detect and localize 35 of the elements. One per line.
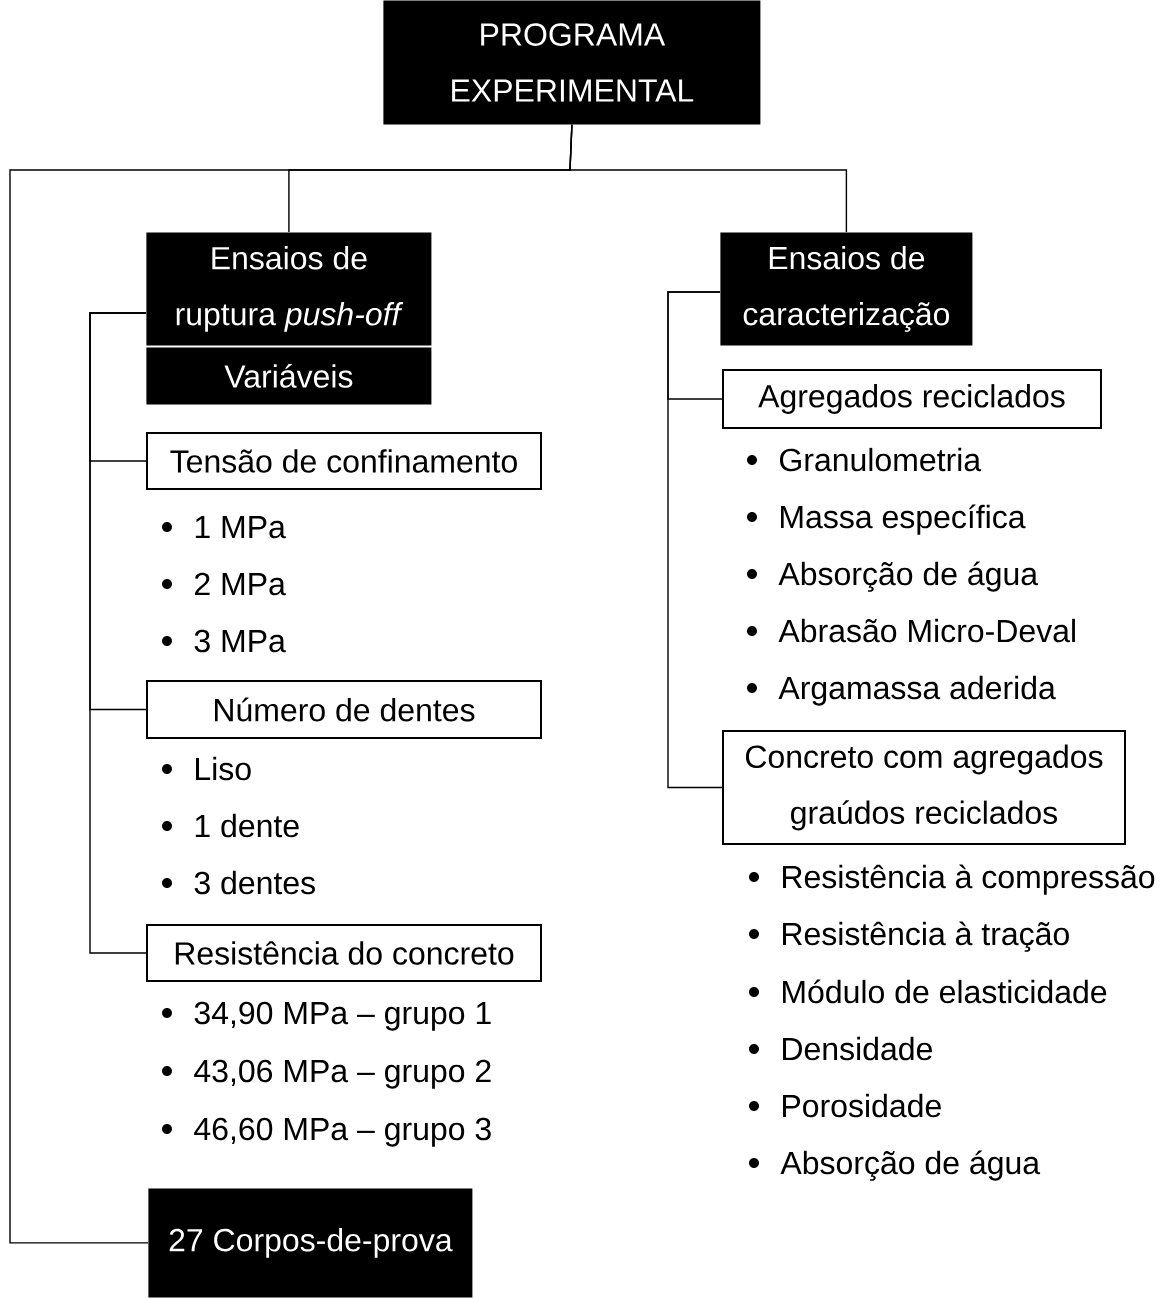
list-item: Liso — [196, 756, 251, 781]
list-item: Granulometria — [780, 447, 982, 472]
list-item: 3 dentes — [194, 870, 315, 895]
list-item: 2 MPa — [195, 572, 286, 596]
heading-box: 27 Corpos-de-prova — [148, 1188, 473, 1298]
list-item: Densidade — [783, 1036, 932, 1061]
list-item: Argamassa aderida — [778, 675, 1056, 706]
list-item: Absorção de água — [780, 1150, 1041, 1181]
list-item: Massa específica — [781, 504, 1026, 535]
list-item: Módulo de elasticidade — [783, 979, 1107, 1004]
category-box: Resistência do concreto — [146, 924, 542, 982]
category-box: Número de dentes — [146, 680, 542, 739]
list-item: Resistência à compressão — [783, 864, 1155, 895]
connector-line — [667, 291, 723, 789]
category-box: Concreto com agregados graúdos reciclados — [722, 730, 1126, 845]
list-item: Absorção de água — [778, 561, 1039, 592]
connector-line — [89, 312, 147, 954]
heading-box: PROGRAMA EXPERIMENTAL — [383, 0, 761, 125]
list-item: 1 MPa — [195, 516, 286, 539]
category-box: Tensão de confinamento — [146, 432, 542, 490]
node-label: Variáveis — [224, 363, 353, 388]
connector-line — [9, 124, 573, 1244]
heading-box: Ensaios de ruptura push-off — [146, 232, 432, 346]
heading-box: Variáveis — [146, 347, 432, 405]
list-item: 43,06 MPa – grupo 2 — [194, 1059, 491, 1089]
heading-box: Ensaios de caracterização — [720, 232, 973, 346]
list-item: 1 dente — [195, 813, 299, 838]
list-item: Resistência à tração — [783, 921, 1069, 952]
node-label: Ensaios de ruptura push-off — [176, 246, 404, 332]
list-item: Abrasão Micro-Deval — [778, 618, 1075, 643]
list-item: 3 MPa — [194, 629, 286, 653]
list-item: 34,90 MPa – grupo 1 — [194, 1001, 491, 1031]
category-box: Agregados reciclados — [722, 369, 1102, 429]
list-item: Porosidade — [783, 1093, 941, 1118]
list-item: 46,60 MPa – grupo 3 — [194, 1117, 491, 1147]
